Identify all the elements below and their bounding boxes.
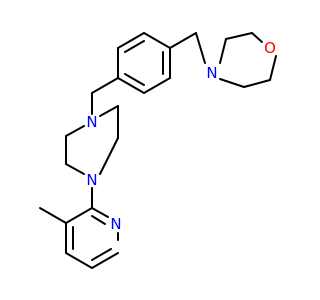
- bond: [91, 77, 119, 94]
- methyl-group: [39, 207, 67, 224]
- bond: [143, 77, 171, 94]
- morpholine-oxygen-label: O: [264, 39, 276, 57]
- bond: [99, 105, 119, 117]
- bond: [251, 32, 263, 43]
- bond: [269, 55, 277, 81]
- bond: [243, 79, 271, 88]
- morpholine-nitrogen-label: N: [206, 64, 217, 82]
- aromatic-inner-bond: [91, 248, 112, 261]
- benzene-ring: [117, 32, 171, 94]
- bond: [65, 207, 93, 224]
- bond: [99, 137, 119, 175]
- bond: [65, 252, 93, 269]
- bond: [195, 32, 206, 64]
- bond: [117, 77, 145, 94]
- bond: [225, 32, 253, 40]
- bond: [143, 32, 171, 49]
- bond: [91, 207, 109, 218]
- bond: [65, 125, 85, 137]
- aromatic-inner-bond: [124, 40, 145, 53]
- canvas-background: [0, 0, 300, 300]
- aromatic-inner-bond: [124, 73, 145, 86]
- morpholine-ring: [219, 32, 277, 88]
- pyridine-ring: [65, 207, 119, 269]
- bond: [169, 32, 197, 49]
- piperazine-nitrogen-top-label: N: [86, 113, 97, 131]
- bond: [39, 207, 67, 224]
- bond: [117, 32, 145, 49]
- linker-bonds: [91, 32, 206, 115]
- bond: [219, 38, 227, 64]
- bond: [219, 78, 245, 88]
- piperazine-nitrogen-bottom-label: N: [86, 171, 97, 189]
- piperazine-ring: [65, 105, 119, 175]
- pyridine-nitrogen-label: N: [110, 215, 121, 233]
- bond: [91, 252, 119, 269]
- bond: [65, 163, 85, 175]
- aromatic-inner-bond: [91, 215, 106, 225]
- molecular-structure: O N N N N: [0, 0, 300, 300]
